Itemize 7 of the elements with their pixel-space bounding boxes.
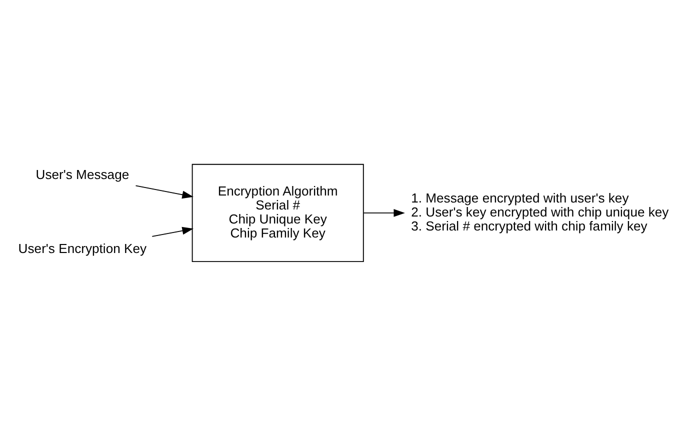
node-text: User's Message <box>36 166 130 182</box>
node-text: 1. Message encrypted with user's key 2. User's key encrypted with chip unique key 3. Serial # encrypted with chip family key <box>411 190 669 233</box>
arrow <box>152 226 194 236</box>
node-text: User's Encryption Key <box>18 240 147 256</box>
arrow <box>135 184 194 198</box>
arrow <box>363 208 405 216</box>
node-box: Encryption Algorithm Serial # Chip Unique Key Chip Family Key <box>192 163 364 262</box>
